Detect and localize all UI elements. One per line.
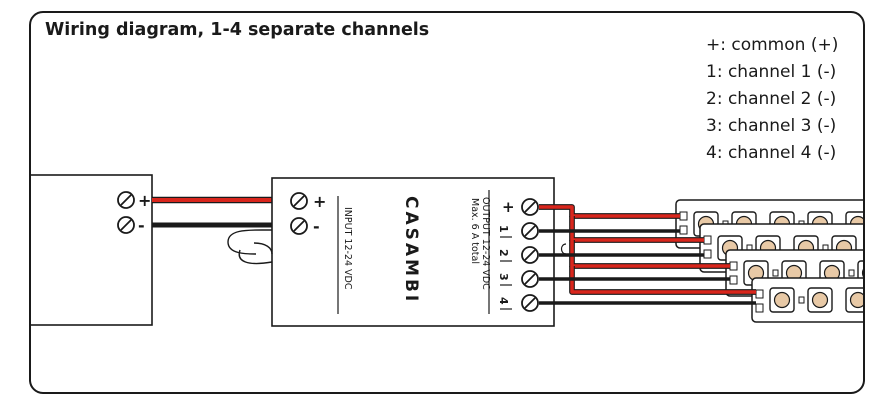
output-label: OUTPUT 12-24 VDC [480,197,491,290]
output-terminal-label: 4 [497,297,510,305]
screw-terminal-icon [117,191,135,209]
screw-terminal-icon [117,216,135,234]
psu-plus-label: + [138,191,151,210]
controller-box [271,177,555,327]
led-chip-icon [870,236,884,260]
screw-terminal-icon [521,294,539,312]
screw-terminal-icon [521,270,539,288]
led-chip-icon [857,260,863,286]
output-terminals: +1 2 3 4 [497,198,539,312]
input-wires [152,196,272,228]
input-plus-label: + [313,192,326,211]
psu-minus-label: - [138,216,145,235]
brand-logo: CASAMBI [401,196,421,304]
diagram-title: Wiring diagram, 1-4 separate channels [45,20,430,40]
output-terminal-label: 3 [497,273,510,281]
output-terminal-label: 2 [497,249,510,257]
legend: +: common (+) 1: channel 1 (-) 2: channe… [706,32,838,167]
psu-terminals: + - [117,191,151,235]
legend-item-channel-1: 1: channel 1 (-) [706,62,837,82]
led-chip-icon [769,287,795,313]
input-label: INPUT 12-24 VDC [342,207,353,290]
led-strips [675,199,884,323]
legend-item-common: +: common (+) [706,35,839,55]
legend-item-channel-3: 3: channel 3 (-) [706,116,837,136]
screw-terminal-icon [521,222,539,240]
legend-item-channel-4: 4: channel 4 (-) [706,143,837,163]
output-terminal-label: 1 [497,225,510,233]
legend-item-channel-2: 2: channel 2 (-) [706,89,837,109]
input-minus-label: - [313,217,320,236]
screw-terminal-icon [290,217,308,235]
led-strip [751,277,863,323]
output-wires [539,204,756,305]
screw-terminal-icon [290,192,308,210]
controller: + - INPUT 12-24 VDC CASAMBI Max. 6 A tot… [227,177,555,327]
screw-terminal-icon [521,246,539,264]
output-rating: Max. 6 A total [469,198,480,264]
led-chip-icon [845,287,863,313]
output-terminal-label: + [502,198,515,216]
led-chip-icon [807,287,833,313]
screw-terminal-icon [521,198,539,216]
